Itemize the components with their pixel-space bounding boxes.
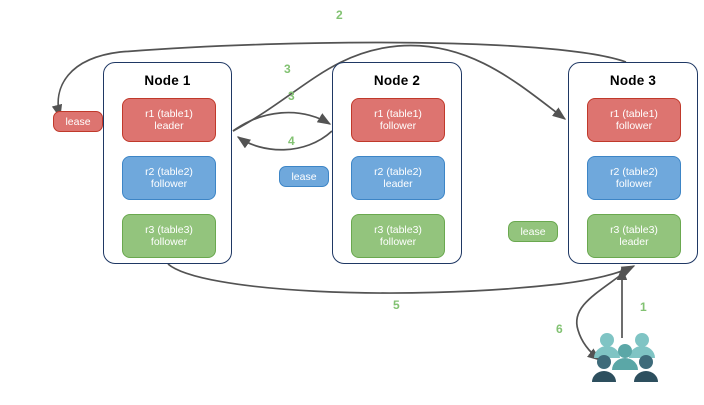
replica-role: leader (154, 120, 184, 132)
edge-label-2: 2 (336, 8, 343, 22)
replica-name: r2 (table2) (610, 165, 658, 178)
replica-name: r1 (table1) (374, 107, 422, 120)
replica-name: r3 (table3) (610, 223, 658, 236)
replica-role: follower (150, 178, 188, 190)
edge-label-6: 6 (556, 322, 563, 336)
edge-label-5: 5 (393, 298, 400, 312)
replica-role: follower (615, 178, 653, 190)
edge-3-short-path (232, 111, 332, 132)
node-title-node1: Node 1 (144, 73, 191, 88)
lease-badge-green[interactable]: lease (508, 221, 558, 242)
replica-role: follower (379, 236, 417, 248)
replica-node2-r3[interactable]: r3 (table3) follower (351, 214, 445, 258)
replica-name: r1 (table1) (610, 107, 658, 120)
edge-6-path (575, 267, 631, 361)
replica-role: leader (619, 236, 649, 248)
users-icon[interactable] (590, 332, 660, 384)
replica-node3-r3[interactable]: r3 (table3) leader (587, 214, 681, 258)
replica-name: r3 (table3) (374, 223, 422, 236)
node-box-node1[interactable]: Node 1 r1 (table1) leader r2 (table2) fo… (103, 62, 232, 264)
replica-role: follower (615, 120, 653, 132)
replica-name: r1 (table1) (145, 107, 193, 120)
node-box-node2[interactable]: Node 2 r1 (table1) follower r2 (table2) … (332, 62, 462, 264)
replica-node3-r2[interactable]: r2 (table2) follower (587, 156, 681, 200)
lease-badge-red[interactable]: lease (53, 111, 103, 132)
replica-name: r2 (table2) (374, 165, 422, 178)
edge-2-path (51, 41, 627, 119)
replica-node1-r1[interactable]: r1 (table1) leader (122, 98, 216, 142)
replica-role: follower (150, 236, 188, 248)
edge-3-long-path (232, 44, 567, 132)
replica-node2-r2[interactable]: r2 (table2) leader (351, 156, 445, 200)
replica-name: r3 (table3) (145, 223, 193, 236)
edge-label-4: 4 (288, 134, 295, 148)
edge-5-path (167, 263, 636, 294)
replica-role: leader (383, 178, 413, 190)
edge-label-3b: 3 (288, 89, 295, 103)
people-group-icon (592, 333, 658, 382)
node-title-node2: Node 2 (373, 73, 421, 88)
replica-name: r2 (table2) (145, 165, 193, 178)
replica-role: follower (379, 120, 417, 132)
replica-node2-r1[interactable]: r1 (table1) follower (351, 98, 445, 142)
edge-label-3a: 3 (284, 62, 291, 76)
node-title-node3: Node 3 (609, 73, 657, 88)
replica-node3-r1[interactable]: r1 (table1) follower (587, 98, 681, 142)
lease-badge-blue[interactable]: lease (279, 166, 329, 187)
node-box-node3[interactable]: Node 3 r1 (table1) follower r2 (table2) … (568, 62, 698, 264)
edge-label-1: 1 (640, 300, 647, 314)
replica-node1-r3[interactable]: r3 (table3) follower (122, 214, 216, 258)
edge-4-path (236, 130, 333, 151)
replica-node1-r2[interactable]: r2 (table2) follower (122, 156, 216, 200)
